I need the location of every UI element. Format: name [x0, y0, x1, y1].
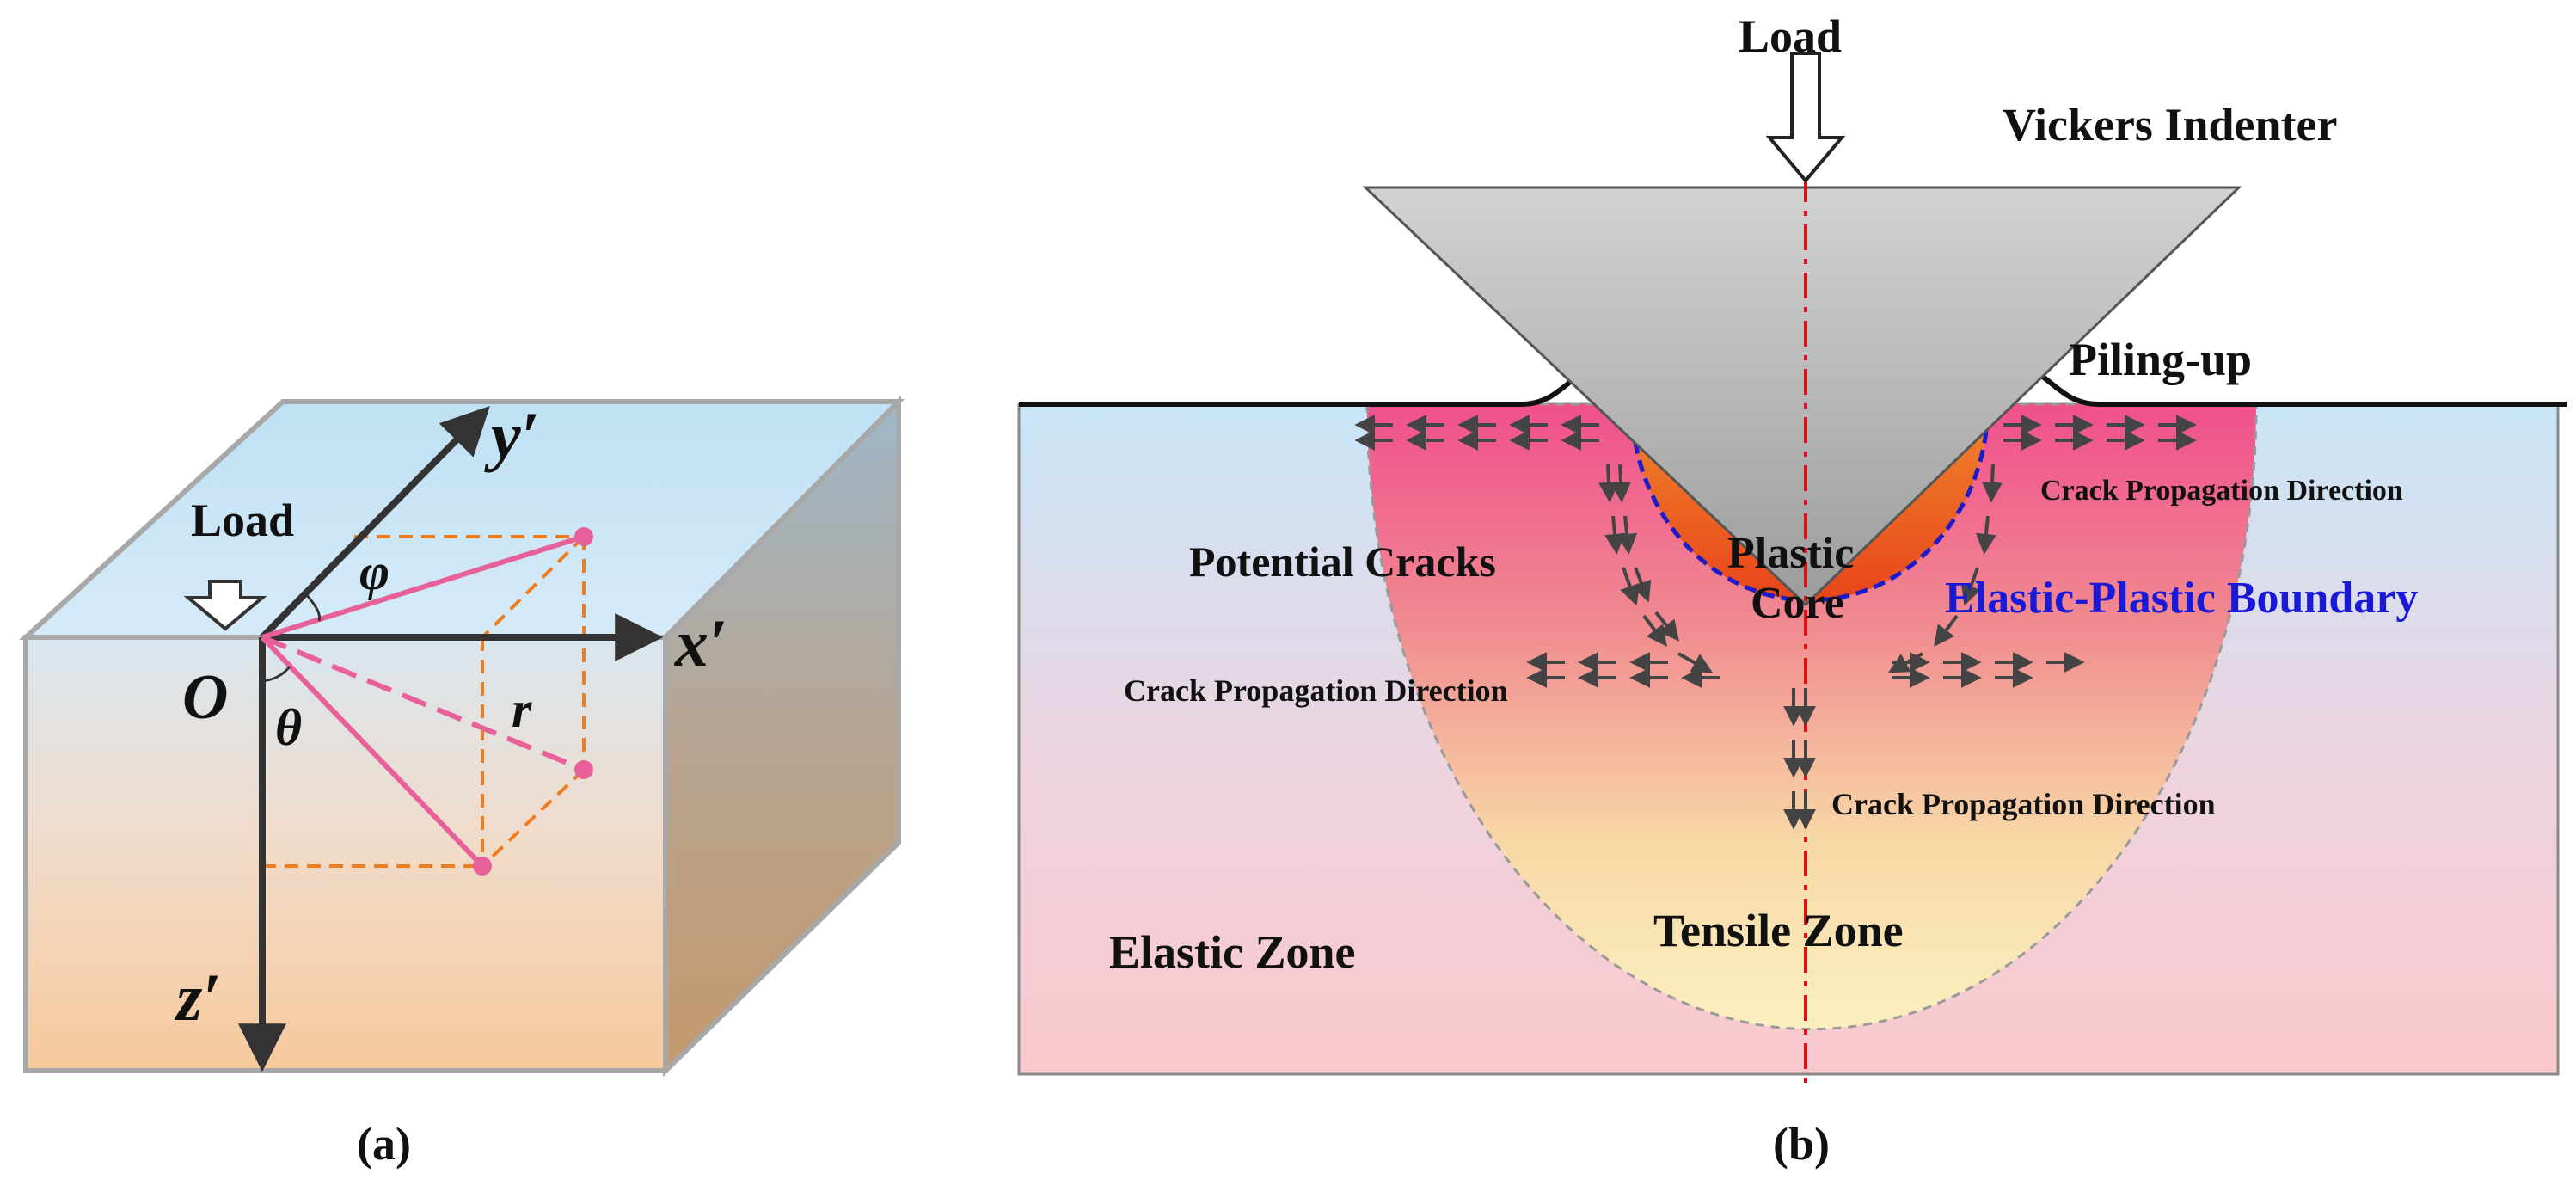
- crack-arrows: [1354, 415, 2197, 830]
- vector-point-end: [574, 760, 593, 779]
- vector-point-bottom: [473, 857, 492, 876]
- vector-point-top: [574, 527, 593, 546]
- plastic-core-label-1: Plastic: [1727, 529, 1854, 578]
- phi-arc: [304, 592, 322, 622]
- vector-lines: [260, 534, 586, 869]
- panel-a: Load y′ x′ z′ O φ θ r (a): [19, 395, 905, 1170]
- axis-y-prime: [260, 406, 490, 640]
- piling-up-label: Piling-up: [2069, 334, 2252, 385]
- block-front-face: [23, 635, 668, 1073]
- radius-label: r: [512, 681, 532, 738]
- load-label-a: Load: [191, 495, 294, 546]
- block-side-face: [663, 395, 901, 1078]
- axis-x-label: x′: [674, 605, 727, 680]
- axis-z-label: z′: [174, 960, 221, 1035]
- origin-label: O: [182, 662, 228, 733]
- panel-b: Load Vickers Indenter Piling-up Crack Pr…: [1017, 10, 2567, 1170]
- caption-b: (b): [1773, 1118, 1830, 1170]
- load-arrow-b: [1765, 52, 1846, 184]
- crack-dir-down-label: Crack Propagation Direction: [1831, 787, 2216, 821]
- crack-dir-right-label: Crack Propagation Direction: [2040, 475, 2403, 507]
- theta-arc: [261, 666, 291, 683]
- load-label-b: Load: [1739, 10, 1842, 62]
- phi-label: φ: [359, 544, 389, 600]
- plastic-core-label-2: Core: [1751, 579, 1844, 628]
- vickers-indenter: [1362, 186, 2242, 607]
- vickers-indenter-label: Vickers Indenter: [2003, 99, 2337, 151]
- projection-lines: [262, 535, 586, 868]
- axis-y-label: y′: [484, 398, 540, 473]
- theta-label: θ: [275, 699, 302, 756]
- potential-cracks-label: Potential Cracks: [1189, 538, 1496, 586]
- load-arrow-a: [183, 580, 267, 631]
- caption-a: (a): [357, 1118, 411, 1170]
- crack-dir-left-label: Crack Propagation Direction: [1124, 673, 1508, 708]
- elastic-plastic-boundary-label: Elastic-Plastic Boundary: [1945, 574, 2418, 623]
- tensile-zone-label: Tensile Zone: [1653, 905, 1904, 956]
- elastic-zone-label: Elastic Zone: [1109, 926, 1356, 978]
